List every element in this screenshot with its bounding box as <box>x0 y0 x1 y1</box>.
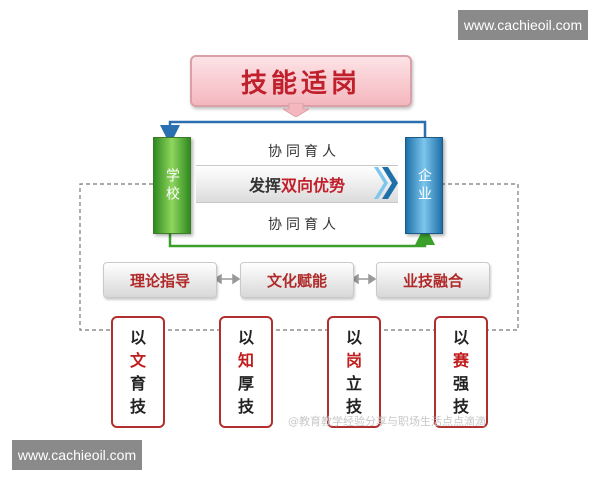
blue-flow-line <box>160 120 427 145</box>
center-band: 发挥双向优势 <box>196 165 398 203</box>
enterprise-bar: 企业 <box>405 137 443 234</box>
motto-accent-char: 岗 <box>345 351 362 370</box>
motto-char: 立 <box>345 374 362 393</box>
dashed-frame <box>79 183 519 331</box>
motto-box-knowledge: 以 知 厚 技 <box>219 316 273 428</box>
chevron-right-icon <box>374 167 398 199</box>
motto-char: 以 <box>129 328 146 347</box>
motto-box-post: 以 岗 立 技 <box>327 316 381 428</box>
watermark-top: www.cachieoil.com <box>458 10 588 40</box>
motto-char: 以 <box>345 328 362 347</box>
cooperation-label-top: 协同育人 <box>268 144 340 160</box>
motto-accent-char: 知 <box>237 351 254 370</box>
pill-connector-left <box>213 273 241 285</box>
motto-char: 强 <box>452 374 469 393</box>
watermark-bottom: www.cachieoil.com <box>12 440 142 470</box>
motto-char: 厚 <box>237 374 254 393</box>
motto-accent-char: 文 <box>129 351 146 370</box>
motto-box-competition: 以 赛 强 技 <box>434 316 488 428</box>
motto-char: 技 <box>345 397 362 416</box>
motto-box-culture: 以 文 育 技 <box>111 316 165 428</box>
pill-theory-guidance: 理论指导 <box>103 262 217 298</box>
center-accent: 双向优势 <box>281 176 346 195</box>
green-flow-line <box>168 225 435 248</box>
motto-char: 以 <box>452 328 469 347</box>
school-bar: 学校 <box>153 137 191 234</box>
motto-char: 技 <box>452 397 469 416</box>
cooperation-label-bottom: 协同育人 <box>268 217 340 233</box>
pill-skill-integration: 业技融合 <box>376 262 490 298</box>
motto-accent-char: 赛 <box>452 351 469 370</box>
down-arrow-icon <box>283 103 309 117</box>
motto-char: 以 <box>237 328 254 347</box>
motto-char: 技 <box>237 397 254 416</box>
motto-char: 技 <box>129 397 146 416</box>
pill-connector-right <box>350 273 377 285</box>
source-credit: @教育教学经验分享与职场生活点点滴滴 <box>288 415 486 428</box>
motto-char: 育 <box>129 374 146 393</box>
pill-culture-empower: 文化赋能 <box>240 262 354 298</box>
center-prefix: 发挥 <box>248 176 281 195</box>
title-box: 技能适岗 <box>190 55 412 107</box>
